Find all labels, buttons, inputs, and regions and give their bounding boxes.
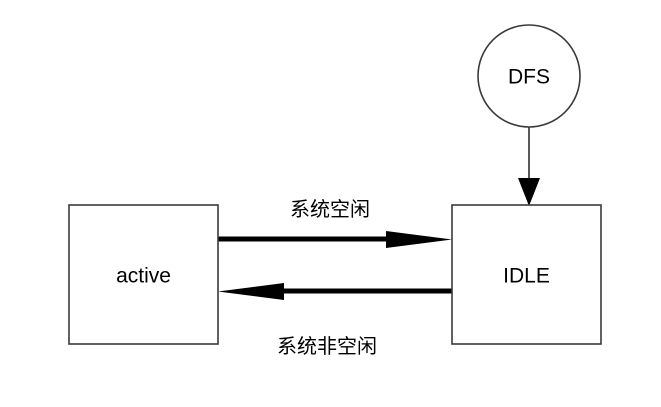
- edge-label-system-idle: 系统空闲: [290, 197, 370, 221]
- arrowhead-down-icon: [518, 178, 540, 206]
- edge-label-system-not-idle: 系统非空闲: [277, 334, 377, 358]
- active-node-label: active: [116, 265, 171, 288]
- node-dfs[interactable]: DFS: [477, 24, 581, 128]
- idle-node-label: IDLE: [503, 265, 550, 288]
- dfs-circle-shape[interactable]: [477, 24, 581, 128]
- node-idle[interactable]: IDLE: [451, 204, 602, 345]
- node-active[interactable]: active: [68, 204, 219, 345]
- arrowhead-right-icon: [386, 231, 452, 248]
- edge-dfs-to-idle: [518, 127, 540, 206]
- active-rect-shape[interactable]: [68, 204, 219, 345]
- edge-active-to-idle: [218, 231, 452, 248]
- idle-rect-shape[interactable]: [451, 204, 602, 345]
- edge-idle-to-active: [218, 283, 452, 300]
- dfs-node-label: DFS: [508, 66, 550, 89]
- arrowhead-left-icon: [218, 283, 284, 300]
